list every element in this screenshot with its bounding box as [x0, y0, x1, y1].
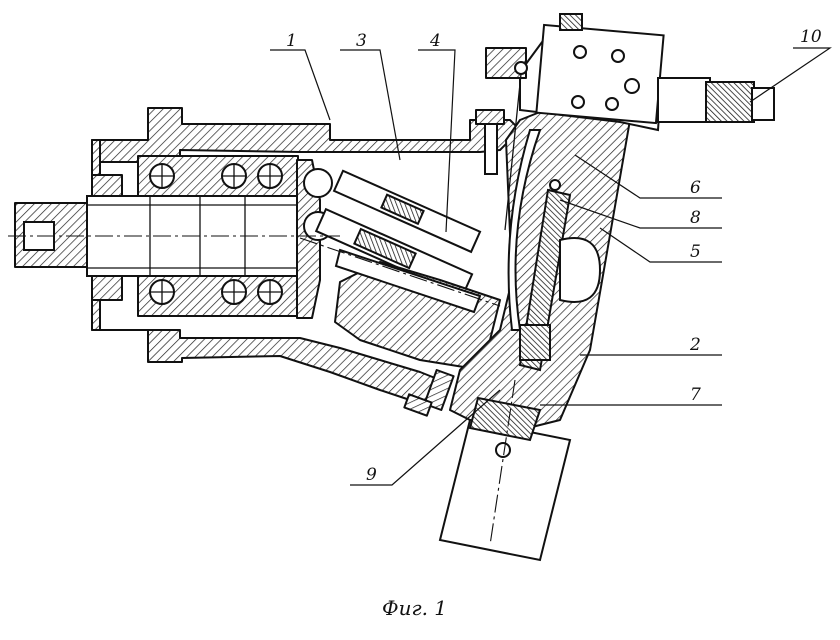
label-4: 4 [429, 31, 441, 51]
valve-body [449, 111, 631, 431]
control-valve [485, 13, 775, 231]
bolts [403, 109, 505, 417]
label-10: 10 [800, 27, 822, 47]
housing [91, 107, 521, 401]
label-6: 6 [690, 178, 701, 198]
label-2: 2 [689, 335, 701, 355]
lower-cylinder [438, 379, 572, 562]
label-7: 7 [690, 385, 701, 405]
piston-assembly [314, 169, 482, 298]
leader-lines [270, 47, 832, 486]
figure-caption: Фиг. 1 [382, 596, 447, 620]
label-9: 9 [366, 465, 377, 485]
drive-flange [296, 159, 321, 319]
label-3: 3 [356, 31, 367, 51]
label-5: 5 [690, 242, 701, 262]
label-1: 1 [286, 31, 297, 51]
label-8: 8 [690, 208, 701, 228]
